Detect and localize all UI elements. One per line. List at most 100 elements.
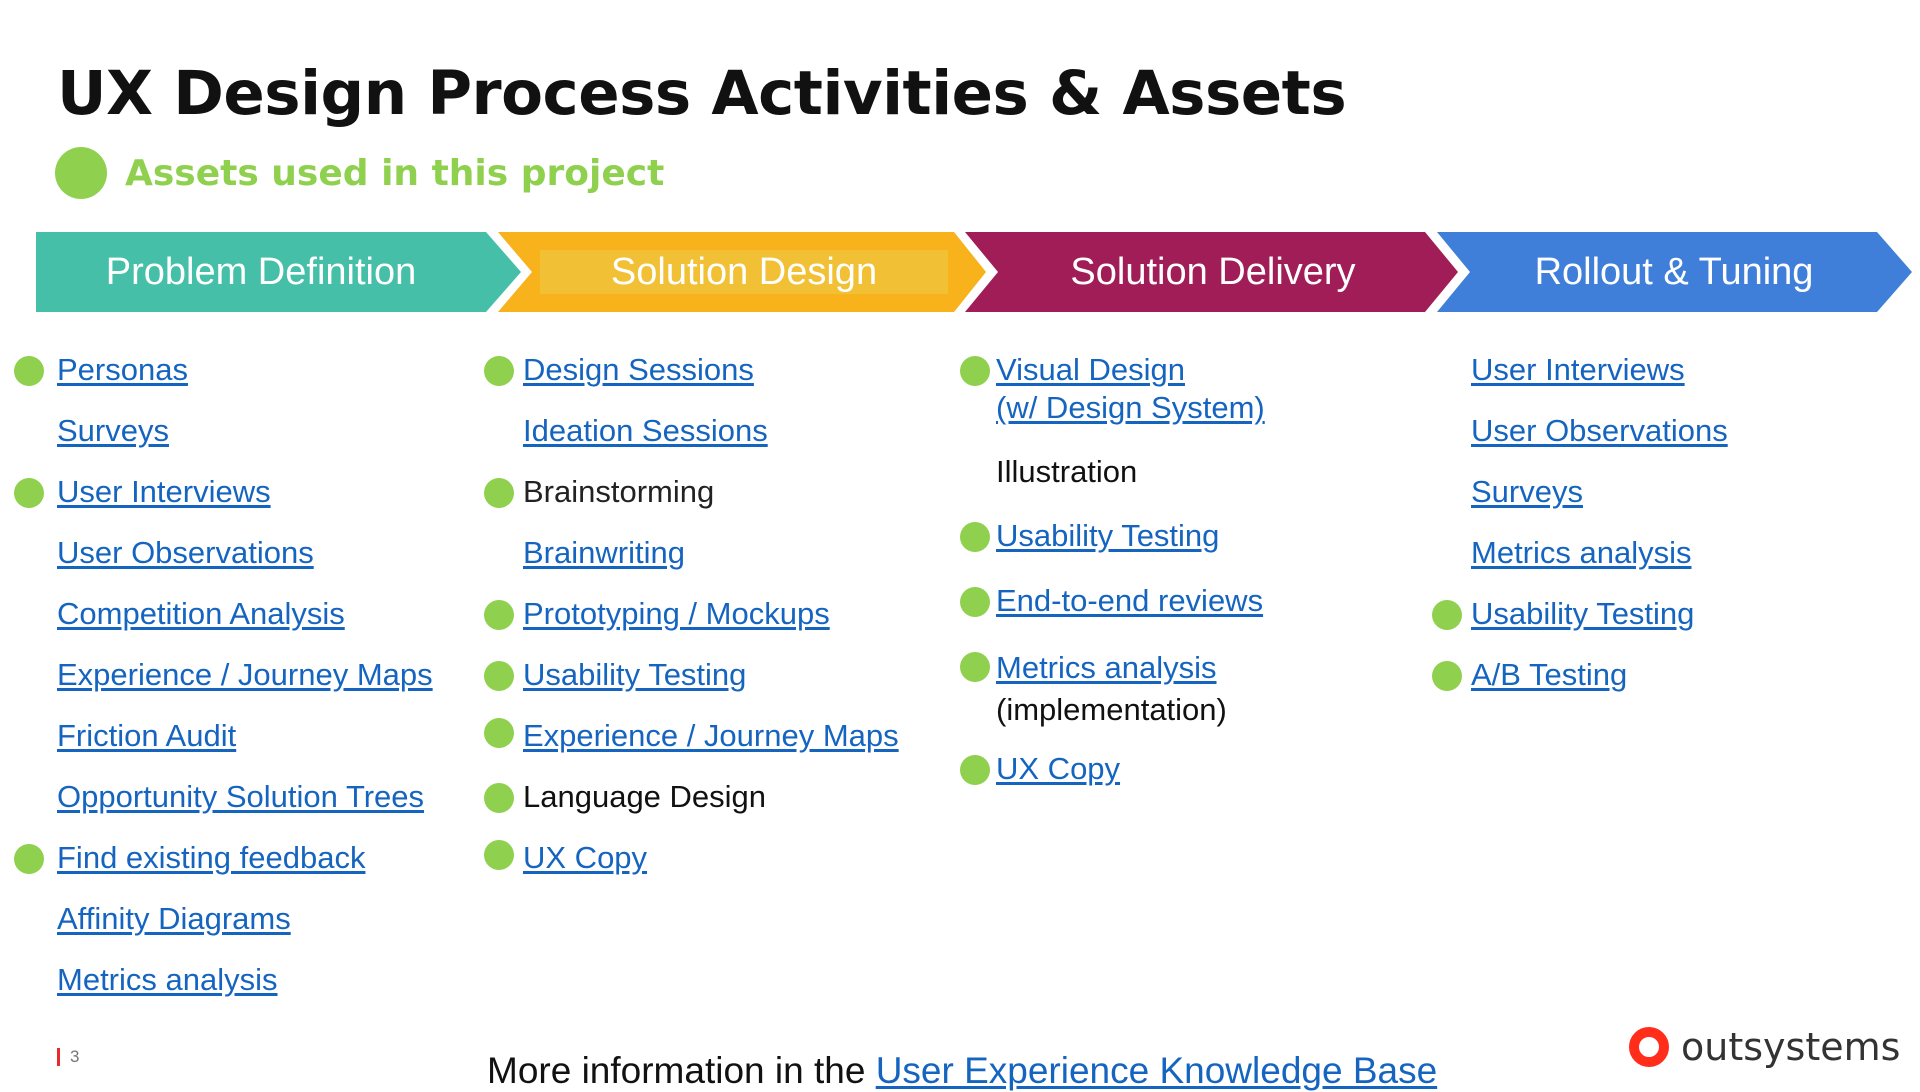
- used-asset-dot-icon: [484, 356, 514, 386]
- asset-link-visual-design-subtitle[interactable]: (w/ Design System): [996, 390, 1265, 425]
- knowledge-base-link[interactable]: User Experience Knowledge Base: [875, 1050, 1438, 1091]
- asset-link-usability-testing[interactable]: Usability Testing: [996, 518, 1220, 553]
- used-asset-dot-icon: [484, 840, 514, 870]
- list-item: User Interviews: [57, 473, 271, 511]
- asset-link-surveys[interactable]: Surveys: [1471, 474, 1583, 509]
- list-item: Language Design: [523, 778, 766, 816]
- asset-link-experience-journey-maps[interactable]: Experience / Journey Maps: [57, 657, 433, 692]
- list-item: A/B Testing: [1471, 656, 1627, 694]
- list-item: UX Copy: [523, 839, 647, 877]
- used-asset-dot-icon: [14, 478, 44, 508]
- asset-label-illustration: Illustration: [996, 454, 1138, 489]
- used-asset-dot-icon: [14, 356, 44, 386]
- asset-link-experience-journey-maps[interactable]: Experience / Journey Maps: [523, 718, 899, 753]
- used-asset-dot-icon: [1432, 661, 1462, 691]
- list-item: Competition Analysis: [57, 595, 345, 633]
- page-number-text: 3: [70, 1047, 80, 1066]
- asset-link-user-observations[interactable]: User Observations: [1471, 413, 1728, 448]
- asset-link-find-existing-feedback[interactable]: Find existing feedback: [57, 840, 366, 875]
- page-title: UX Design Process Activities & Assets: [57, 58, 1347, 129]
- page-number: 3: [57, 1047, 79, 1067]
- asset-label-language-design: Language Design: [523, 779, 767, 814]
- list-item: Brainstorming: [523, 473, 714, 511]
- used-asset-dot-icon: [484, 600, 514, 630]
- asset-link-prototyping-mockups[interactable]: Prototyping / Mockups: [523, 596, 830, 631]
- legend-label: Assets used in this project: [125, 152, 665, 194]
- asset-link-usability-testing[interactable]: Usability Testing: [1471, 596, 1695, 631]
- list-item: Metrics analysis: [1471, 534, 1692, 572]
- asset-link-metrics-analysis[interactable]: Metrics analysis: [996, 650, 1217, 685]
- used-asset-dot-icon: [484, 661, 514, 691]
- list-item: End-to-end reviews: [996, 582, 1263, 620]
- phase-banner: [36, 232, 1912, 312]
- list-item: Find existing feedback: [57, 839, 365, 877]
- phase-label-solution-design: Solution Design: [610, 250, 878, 293]
- legend: Assets used in this project: [55, 145, 664, 201]
- asset-link-metrics-analysis[interactable]: Metrics analysis: [1471, 535, 1692, 570]
- list-item: Design Sessions: [523, 351, 754, 389]
- asset-link-brainwriting[interactable]: Brainwriting: [523, 535, 685, 570]
- phase-arrow-problem-definition: [36, 232, 521, 312]
- asset-link-user-observations[interactable]: User Observations: [57, 535, 314, 570]
- phase-arrow-rollout-tuning: [1437, 232, 1912, 312]
- asset-link-surveys[interactable]: Surveys: [57, 413, 169, 448]
- footer-prefix: More information in the: [487, 1050, 876, 1091]
- page-number-marker: [57, 1048, 60, 1066]
- used-asset-dot-icon: [960, 587, 990, 617]
- list-item: Surveys: [57, 412, 169, 450]
- list-item: Personas: [57, 351, 188, 389]
- solution-design-highlight: [540, 250, 948, 294]
- used-asset-dot-icon: [484, 718, 514, 748]
- phase-label-rollout-tuning: Rollout & Tuning: [1534, 250, 1814, 293]
- used-asset-dot-icon: [960, 356, 990, 386]
- list-item: User Observations: [57, 534, 314, 572]
- asset-link-metrics-analysis[interactable]: Metrics analysis: [57, 962, 278, 997]
- phase-arrow-solution-delivery: [965, 232, 1458, 312]
- used-asset-dot-icon: [484, 783, 514, 813]
- used-asset-dot-icon: [960, 755, 990, 785]
- used-asset-dot-icon: [960, 522, 990, 552]
- asset-link-ux-copy[interactable]: UX Copy: [523, 840, 648, 875]
- asset-link-personas[interactable]: Personas: [57, 352, 188, 387]
- asset-link-usability-testing[interactable]: Usability Testing: [523, 657, 747, 692]
- footer-note: More information in the User Experience …: [487, 1050, 1437, 1092]
- list-item: Usability Testing: [523, 656, 746, 694]
- list-item: User Interviews: [1471, 351, 1685, 389]
- list-item: User Observations: [1471, 412, 1728, 450]
- used-asset-dot-icon: [14, 844, 44, 874]
- list-item: UX Copy: [996, 750, 1120, 788]
- list-item: Illustration: [996, 453, 1137, 491]
- list-item: Affinity Diagrams: [57, 900, 291, 938]
- list-item: Usability Testing: [996, 517, 1219, 555]
- list-item: Surveys: [1471, 473, 1583, 511]
- asset-label-implementation: (implementation): [996, 692, 1227, 727]
- asset-link-friction-audit[interactable]: Friction Audit: [57, 718, 237, 753]
- asset-link-ux-copy[interactable]: UX Copy: [996, 751, 1121, 786]
- list-item: Prototyping / Mockups: [523, 595, 830, 633]
- list-item: Experience / Journey Maps: [523, 717, 899, 755]
- asset-link-design-sessions[interactable]: Design Sessions: [523, 352, 754, 387]
- asset-link-end-to-end-reviews[interactable]: End-to-end reviews: [996, 583, 1264, 618]
- asset-link-competition-analysis[interactable]: Competition Analysis: [57, 596, 345, 631]
- asset-link-ideation-sessions[interactable]: Ideation Sessions: [523, 413, 768, 448]
- asset-link-user-interviews[interactable]: User Interviews: [57, 474, 271, 509]
- asset-link-user-interviews[interactable]: User Interviews: [1471, 352, 1685, 387]
- list-item: Usability Testing: [1471, 595, 1694, 633]
- list-item: Ideation Sessions: [523, 412, 768, 450]
- used-asset-dot-icon: [960, 652, 990, 682]
- phase-label-problem-definition: Problem Definition: [105, 250, 417, 293]
- asset-link-visual-design[interactable]: Visual Design: [996, 352, 1185, 387]
- outsystems-logo: outsystems: [1627, 1025, 1900, 1069]
- asset-link-affinity-diagrams[interactable]: Affinity Diagrams: [57, 901, 291, 936]
- list-item: Friction Audit: [57, 717, 236, 755]
- logo-text: outsystems: [1681, 1025, 1901, 1069]
- list-item: Experience / Journey Maps: [57, 656, 433, 694]
- ring-logo-icon: [1629, 1027, 1669, 1067]
- list-item: Visual Design (w/ Design System): [996, 351, 1265, 427]
- asset-link-ab-testing[interactable]: A/B Testing: [1471, 657, 1628, 692]
- list-item: Metrics analysis: [57, 961, 278, 999]
- phase-label-solution-delivery: Solution Delivery: [1070, 250, 1356, 293]
- asset-link-opportunity-solution-trees[interactable]: Opportunity Solution Trees: [57, 779, 425, 814]
- asset-label-brainstorming: Brainstorming: [523, 474, 715, 509]
- used-asset-dot-icon: [1432, 600, 1462, 630]
